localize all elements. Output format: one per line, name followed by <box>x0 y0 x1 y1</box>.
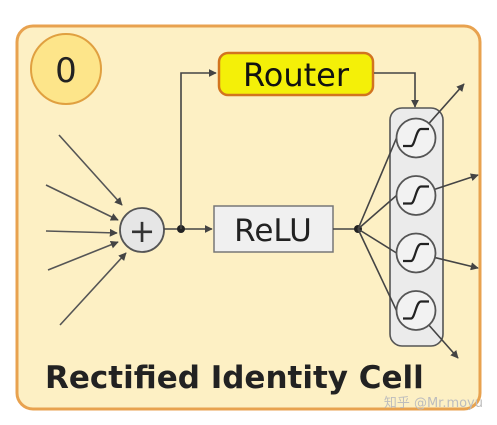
relu-label: ReLU <box>234 213 312 249</box>
relu-box <box>213 205 334 253</box>
cell-index-label: 0 <box>55 51 77 91</box>
watermark: 知乎 @Mr.moyu <box>383 396 483 411</box>
router-to-gates-arrow <box>374 72 419 108</box>
gate-output-arrow <box>428 324 459 359</box>
gate-output-arrow <box>434 256 479 271</box>
sigmoid-curve-icon <box>403 185 429 205</box>
fanout-line <box>357 137 398 230</box>
sigmoid-curve-icon <box>403 127 429 148</box>
branch-to-router-arrow <box>180 69 217 229</box>
sigmoid-curve-icon <box>403 242 429 263</box>
sum-node <box>119 207 165 253</box>
fanout-line <box>357 228 397 254</box>
router-box <box>217 51 375 97</box>
gate-stack <box>389 107 444 347</box>
fanout-line <box>357 228 398 311</box>
plus-symbol: + <box>129 212 156 250</box>
router-label: Router <box>243 56 350 94</box>
gate-output-arrow <box>428 83 465 124</box>
sigmoid-gates <box>357 83 479 359</box>
gate-output-arrow <box>434 173 479 191</box>
cell-title: Rectified Identity Cell <box>45 360 424 396</box>
sigmoid-curve-icon <box>403 300 429 320</box>
input-arrows <box>45 134 127 326</box>
fanout-line <box>357 194 398 230</box>
cell-index-badge <box>30 33 102 105</box>
